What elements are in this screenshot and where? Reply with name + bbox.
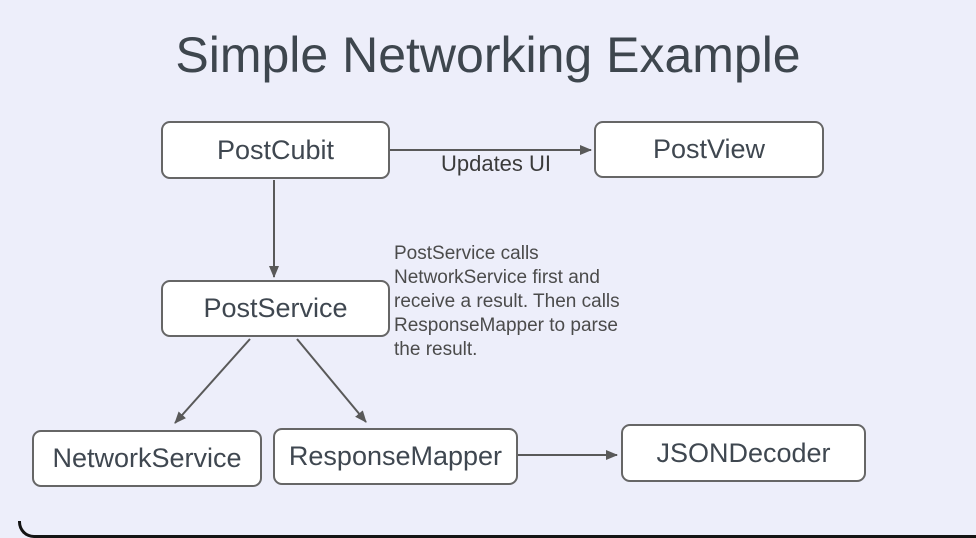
annotation-text: PostService calls NetworkService first a…	[394, 243, 620, 360]
node-postview: PostView	[594, 121, 824, 178]
node-networkservice: NetworkService	[32, 430, 262, 487]
node-jsondecoder: JSONDecoder	[621, 424, 866, 482]
node-postview-label: PostView	[652, 134, 766, 164]
edge-postservice-responsemapper	[296, 338, 367, 423]
window-frame-edge	[18, 521, 976, 538]
edge-label-updates-ui: Updates UI	[440, 151, 552, 176]
edge-postservice-networkservice	[174, 338, 251, 424]
node-responsemapper-label: ResponseMapper	[288, 441, 503, 471]
node-postservice-label: PostService	[203, 293, 348, 323]
node-responsemapper: ResponseMapper	[273, 428, 518, 485]
node-postcubit-label: PostCubit	[216, 134, 335, 165]
node-postcubit: PostCubit	[161, 121, 390, 179]
node-jsondecoder-label: JSONDecoder	[656, 437, 831, 468]
node-postservice: PostService	[161, 280, 390, 337]
node-networkservice-label: NetworkService	[52, 443, 242, 473]
diagram-title: Simple Networking Example	[175, 27, 801, 83]
